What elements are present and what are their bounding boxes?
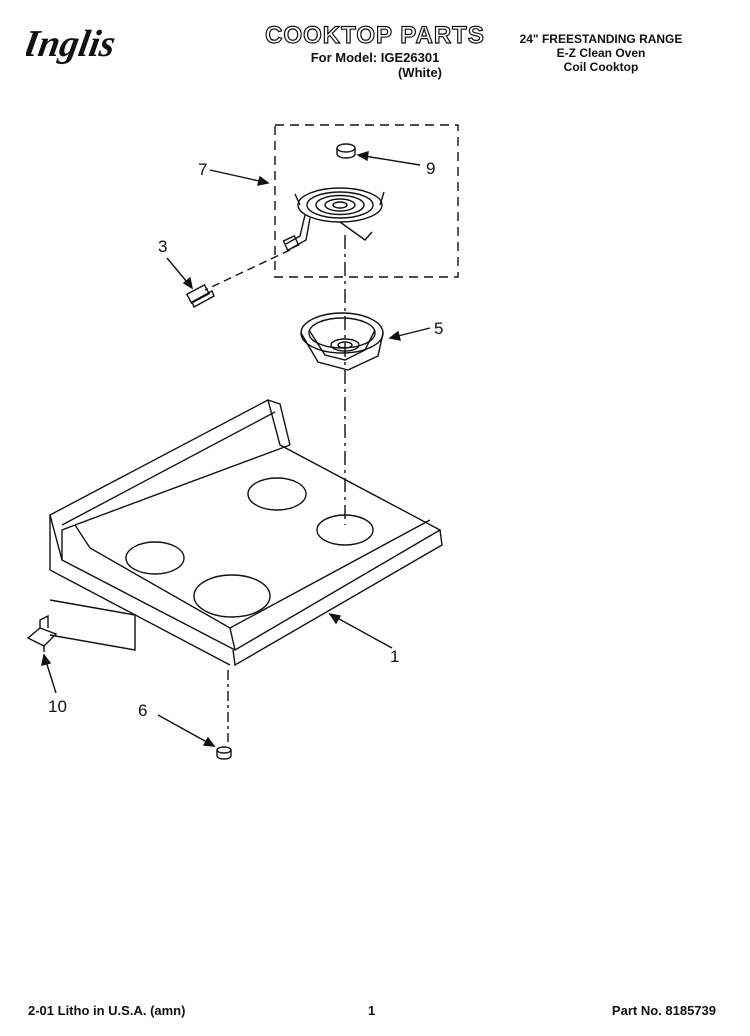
brand-logo-text: Inglis	[26, 23, 119, 65]
inglis-logo: Inglis	[26, 23, 119, 65]
product-line-3: Coil Cooktop	[563, 60, 639, 74]
element-assembly-box	[274, 124, 459, 278]
screw-part	[216, 670, 232, 760]
terminal-guide-line	[204, 249, 291, 291]
mounting-bracket-part	[26, 614, 58, 652]
leader-9	[357, 154, 421, 166]
leader-1	[329, 613, 393, 649]
model-line: For Model: IGE26301	[310, 50, 440, 65]
cooktop-exploded-diagram: 7 9 3 5 1 10 6	[26, 124, 459, 760]
callout-7: 7	[198, 160, 207, 179]
callout-3: 3	[158, 237, 167, 256]
page-title: COOKTOP PARTS	[265, 21, 485, 49]
leader-6	[157, 714, 215, 747]
leader-lines	[41, 151, 431, 747]
callout-1: 1	[390, 647, 399, 666]
element-knob-part	[336, 143, 356, 159]
callout-9: 9	[426, 159, 435, 178]
cooktop-main-top-part	[49, 398, 443, 667]
litho-note: 2-01 Litho in U.S.A. (amn)	[28, 1003, 186, 1018]
surface-element-part	[282, 187, 385, 251]
model-info: For Model: IGE26301 (White)	[230, 50, 520, 80]
page-number: 1	[368, 1003, 376, 1018]
callout-5: 5	[434, 319, 443, 338]
terminal-block-part	[185, 283, 215, 308]
callout-6: 6	[138, 701, 147, 720]
product-line-2: E-Z Clean Oven	[556, 46, 646, 60]
product-info: 24" FREESTANDING RANGE E-Z Clean Oven Co…	[486, 32, 716, 74]
callout-10: 10	[48, 697, 67, 716]
drip-bowl-part	[300, 312, 384, 371]
color-line: (White)	[397, 65, 443, 80]
product-line-1: 24" FREESTANDING RANGE	[519, 32, 683, 46]
part-number: Part No. 8185739	[611, 1003, 716, 1018]
